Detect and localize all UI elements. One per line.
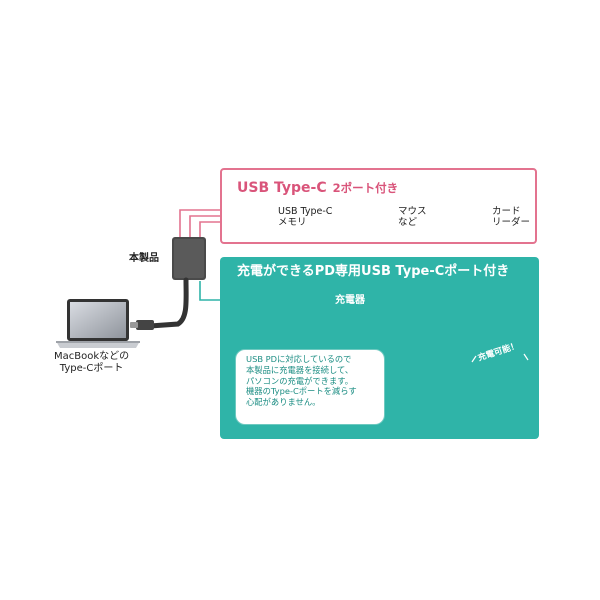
- card-reader-label: カード リーダー: [492, 206, 531, 228]
- usb-memory-label: USB Type-C メモリ: [278, 206, 333, 228]
- pd-section-title: 充電ができるPD専用USB Type-Cポート付き: [237, 264, 510, 279]
- usb-type-c-title: USB Type-C 2ポート付き: [237, 180, 398, 196]
- header-subtitle: 2ポート付き: [332, 181, 399, 195]
- adapter-icon: [130, 237, 206, 330]
- macbook-label: MacBookなどの Type-Cポート: [54, 351, 130, 374]
- info-text: USB PDに対応しているので 本製品に充電器を接続して、 パソコンの充電ができ…: [246, 354, 357, 408]
- mouse-label: マウス など: [398, 206, 427, 228]
- badge-spark-lines: [471, 353, 529, 363]
- connector-lines-pink: [179, 209, 220, 301]
- macbook-icon: [56, 299, 140, 348]
- product-label: 本製品: [129, 253, 159, 264]
- header-title: USB Type-C: [237, 180, 327, 196]
- info-box: [235, 349, 385, 425]
- charger-label: 充電器: [335, 295, 365, 306]
- usb-type-c-2ports-box: [220, 168, 537, 244]
